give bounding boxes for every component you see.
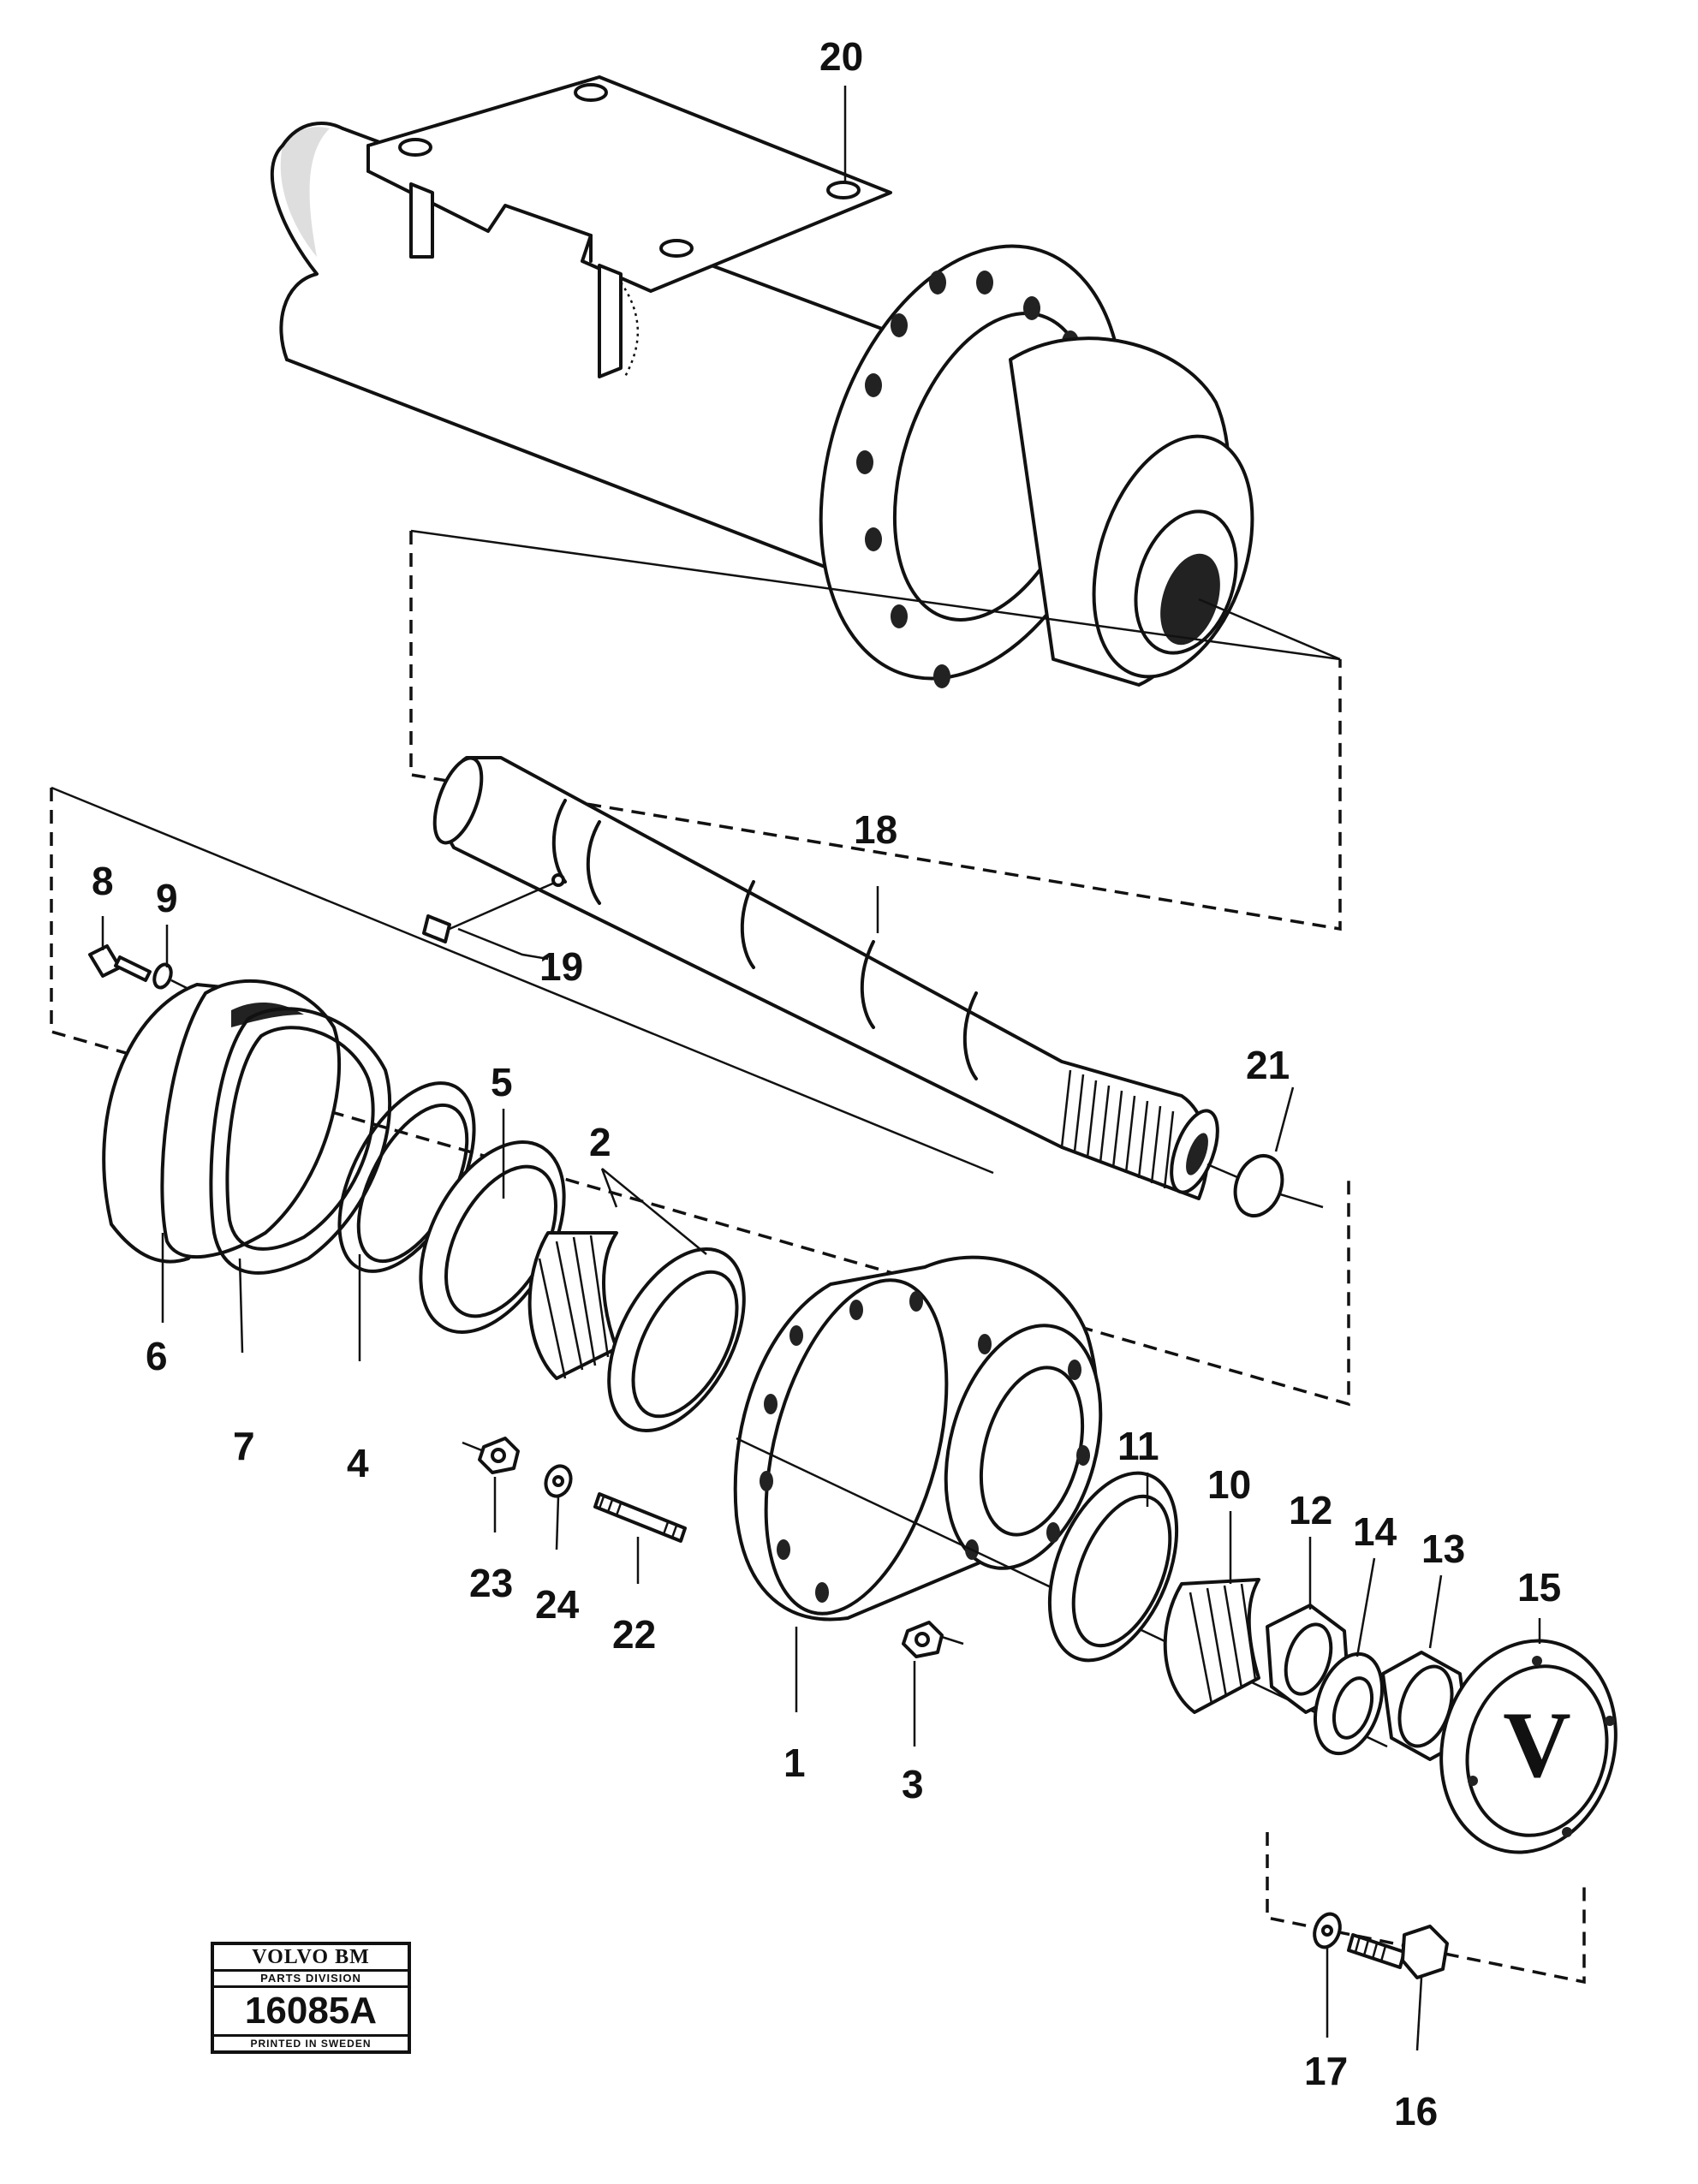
stamp-division: PARTS DIVISION bbox=[214, 1972, 408, 1988]
callout-2: 2 bbox=[589, 1120, 611, 1164]
leader-lines bbox=[101, 86, 1541, 2051]
callout-7: 7 bbox=[233, 1424, 255, 1468]
callout-21: 21 bbox=[1246, 1043, 1290, 1087]
phantom-frames bbox=[50, 529, 1586, 1985]
callout-5: 5 bbox=[491, 1060, 513, 1104]
callout-8: 8 bbox=[92, 859, 114, 903]
hub-cap-logo: V bbox=[1503, 1693, 1570, 1797]
callout-15: 15 bbox=[1517, 1565, 1561, 1610]
callout-6: 6 bbox=[146, 1334, 168, 1378]
stamp-brand: VOLVO BM bbox=[214, 1945, 408, 1972]
axle-shaft bbox=[422, 756, 1324, 1217]
callout-17: 17 bbox=[1304, 2049, 1348, 2093]
callout-20: 20 bbox=[819, 34, 863, 79]
callout-9: 9 bbox=[156, 876, 178, 920]
callout-10: 10 bbox=[1207, 1462, 1251, 1507]
callout-22: 22 bbox=[612, 1612, 656, 1657]
callout-14: 14 bbox=[1353, 1509, 1397, 1554]
callout-24: 24 bbox=[535, 1582, 580, 1627]
callout-12: 12 bbox=[1289, 1488, 1332, 1532]
callout-11: 11 bbox=[1117, 1424, 1159, 1468]
outer-bearing-stack: V bbox=[1047, 1471, 1618, 1979]
callout-19: 19 bbox=[539, 944, 583, 989]
inner-seal-stack bbox=[88, 944, 746, 1433]
stamp-drawing-code: 16085A bbox=[214, 1988, 408, 2037]
callout-13: 13 bbox=[1421, 1526, 1465, 1571]
callout-18: 18 bbox=[854, 807, 897, 852]
stamp-printed: PRINTED IN SWEDEN bbox=[250, 2038, 372, 2050]
callout-1: 1 bbox=[783, 1741, 806, 1785]
wheel-hub bbox=[462, 1255, 1388, 1748]
callout-4: 4 bbox=[347, 1441, 369, 1485]
callout-16: 16 bbox=[1394, 2089, 1438, 2133]
callout-3: 3 bbox=[902, 1762, 924, 1806]
callout-23: 23 bbox=[469, 1561, 513, 1605]
volvo-bm-parts-stamp: VOLVO BM PARTS DIVISION 16085A PRINTED I… bbox=[211, 1942, 411, 2054]
callout-labels: 20 18 19 8 9 21 5 2 6 7 4 23 24 22 1 3 1… bbox=[92, 34, 1561, 2133]
axle-housing bbox=[270, 75, 1341, 688]
